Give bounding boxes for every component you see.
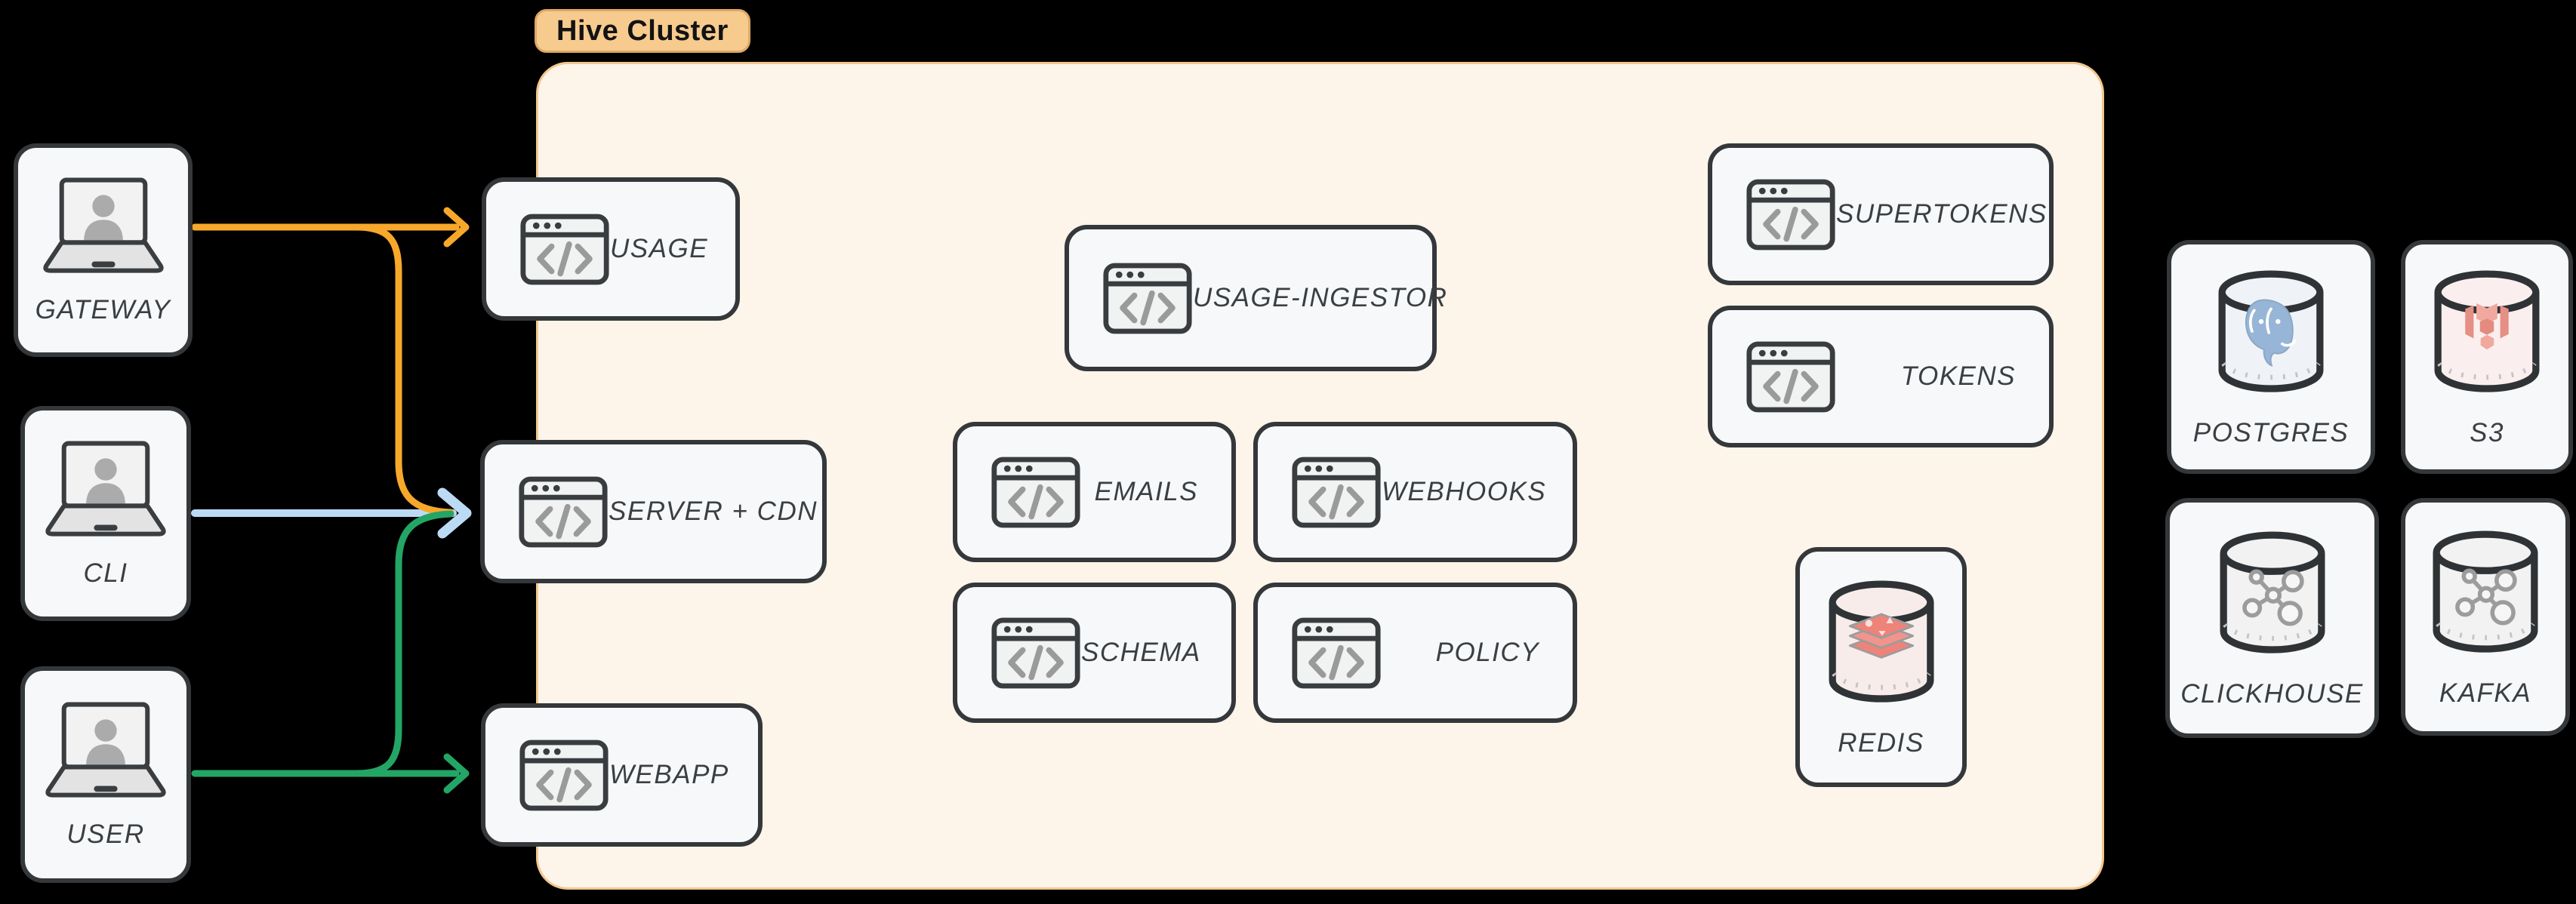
db-label: KAFKA <box>2439 678 2532 708</box>
service-node-server-cdn[interactable]: SERVER + CDN <box>480 440 827 583</box>
service-node-supertokens[interactable]: SUPERTOKENS <box>1708 143 2054 285</box>
gateway-to-usage-arrow-head <box>443 207 470 248</box>
laptop-user-icon <box>34 439 177 539</box>
cli-to-server-arrow-head <box>437 487 472 539</box>
service-label: USAGE <box>610 234 709 263</box>
laptop-user-icon <box>34 700 177 800</box>
clickhouse-database-icon <box>2213 527 2332 660</box>
service-node-tokens[interactable]: TOKENS <box>1708 306 2054 447</box>
db-label: REDIS <box>1838 728 1924 758</box>
service-label: TOKENS <box>1900 361 2016 391</box>
kafka-database-icon <box>2426 526 2545 659</box>
service-node-usage-ingestor[interactable]: USAGE-INGESTOR <box>1065 225 1447 371</box>
db-node-redis[interactable]: REDIS <box>1795 547 1967 787</box>
code-window-icon <box>1102 262 1193 335</box>
db-label: S3 <box>2470 418 2504 447</box>
service-label: SCHEMA <box>1081 638 1201 667</box>
user-to-webapp-arrow-head <box>443 753 470 794</box>
actor-node-user[interactable]: USER <box>20 666 191 883</box>
service-label: POLICY <box>1435 638 1539 667</box>
db-node-clickhouse[interactable]: CLICKHOUSE <box>2165 498 2379 738</box>
service-label: USAGE-INGESTOR <box>1193 283 1448 312</box>
service-node-webhooks[interactable]: WEBHOOKS <box>1253 422 1577 562</box>
actor-node-gateway[interactable]: GATEWAY <box>14 143 193 357</box>
code-window-icon <box>991 617 1081 690</box>
code-window-icon <box>1291 617 1382 690</box>
s3-database-icon <box>2427 266 2547 398</box>
actor-label: CLI <box>83 558 128 588</box>
code-window-icon <box>518 475 609 549</box>
hive-cluster-tag-label: Hive Cluster <box>556 14 729 47</box>
code-window-icon <box>519 213 610 286</box>
code-window-icon <box>519 739 609 812</box>
hive-cluster-tag: Hive Cluster <box>535 9 750 53</box>
service-label: WEBAPP <box>609 760 729 789</box>
service-node-schema[interactable]: SCHEMA <box>953 583 1236 723</box>
code-window-icon <box>1746 178 1836 251</box>
code-window-icon <box>991 456 1081 529</box>
code-window-icon <box>1746 340 1836 414</box>
code-window-icon <box>1291 456 1382 529</box>
db-node-kafka[interactable]: KAFKA <box>2401 498 2570 736</box>
db-node-s3[interactable]: S3 <box>2401 240 2573 474</box>
actor-label: GATEWAY <box>35 294 171 324</box>
db-node-postgres[interactable]: POSTGRES <box>2167 240 2375 474</box>
service-node-emails[interactable]: EMAILS <box>953 422 1236 562</box>
db-label: CLICKHOUSE <box>2180 679 2364 709</box>
redis-database-icon <box>1822 576 1941 709</box>
actor-node-cli[interactable]: CLI <box>20 406 191 621</box>
service-node-usage[interactable]: USAGE <box>482 177 740 321</box>
laptop-user-icon <box>32 176 175 275</box>
service-label: SERVER + CDN <box>609 497 818 526</box>
gateway-to-server-branch-line <box>353 223 454 516</box>
actor-label: USER <box>66 819 145 849</box>
service-label: EMAILS <box>1094 477 1198 506</box>
service-label: SUPERTOKENS <box>1836 199 2048 229</box>
service-label: WEBHOOKS <box>1382 477 1547 506</box>
db-label: POSTGRES <box>2192 418 2350 447</box>
service-node-policy[interactable]: POLICY <box>1253 583 1577 723</box>
service-node-webapp[interactable]: WEBAPP <box>481 703 763 847</box>
postgres-database-icon <box>2211 266 2331 398</box>
user-to-server-branch-line <box>353 510 454 777</box>
